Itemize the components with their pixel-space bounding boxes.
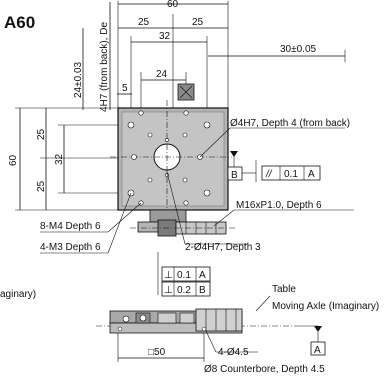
label-moving-axle: Moving Axle (Imaginary) <box>272 301 379 312</box>
callout-2-o4h7: 2-Ø4H7, Depth 3 <box>185 242 261 253</box>
dim-side-60: 60 <box>8 154 19 166</box>
dim-side-25-bottom: 25 <box>36 180 47 192</box>
label-table: Table <box>272 284 296 295</box>
stage-side-view: aginary) Table Moving Axle (Imaginary) A… <box>0 284 379 375</box>
callout-m4: 8-M4 Depth 6 <box>40 221 101 232</box>
perp-symbol-1: ⊥ <box>164 270 173 281</box>
dim-bottom-50: □50 <box>148 347 166 358</box>
dim-side-32: 32 <box>54 153 65 165</box>
callout-o4h7: Ø4H7, Depth 4 (from back) <box>230 118 350 129</box>
perp-ref-2: B <box>199 285 206 296</box>
perp-value-1: 0.1 <box>177 270 191 281</box>
dim-25-right: 25 <box>192 17 204 28</box>
dim-24: 24 <box>156 69 168 80</box>
dim-32: 32 <box>159 31 171 42</box>
dim-4h7-vertical: 4H7 (from back), De <box>99 22 110 112</box>
dim-25-left: 25 <box>138 17 150 28</box>
parallel-tolerance-frame: // 0.1 A <box>261 165 321 181</box>
callout-m3: 4-M3 Depth 6 <box>40 242 101 253</box>
perp-symbol-2: ⊥ <box>164 285 173 296</box>
perp-value-2: 0.2 <box>177 285 191 296</box>
label-left-imaginary: aginary) <box>0 289 36 300</box>
top-dimensions: 60 25 25 32 30±0.05 24 5 24±0.03 4H7 (fr… <box>8 0 346 211</box>
perp-ref-1: A <box>199 270 206 281</box>
callout-m16: M16xP1.0, Depth 6 <box>236 200 322 211</box>
datum-b: B <box>231 170 238 181</box>
tol-parallel-symbol: // <box>265 169 273 180</box>
dim-24-vertical: 24±0.03 <box>73 61 84 98</box>
dim-top-60: 60 <box>167 0 179 10</box>
model-title: A60 <box>4 13 35 32</box>
tol-parallel-ref: A <box>308 169 315 180</box>
dim-5: 5 <box>122 83 128 94</box>
top-callouts: Ø4H7, Depth 4 (from back) B // 0.1 A M16… <box>40 118 354 254</box>
stage-top-view <box>110 83 236 237</box>
dim-30: 30±0.05 <box>280 44 317 55</box>
perpendicularity-frames: ⊥ 0.1 A ⊥ 0.2 B <box>157 252 211 297</box>
callout-bore-45: 4-Ø4.5 <box>218 347 249 358</box>
tol-parallel-value: 0.1 <box>284 169 298 180</box>
callout-counterbore: Ø8 Counterbore, Depth 4.5 <box>204 364 325 375</box>
datum-a: A <box>314 345 321 356</box>
dim-side-25-top: 25 <box>36 128 47 140</box>
